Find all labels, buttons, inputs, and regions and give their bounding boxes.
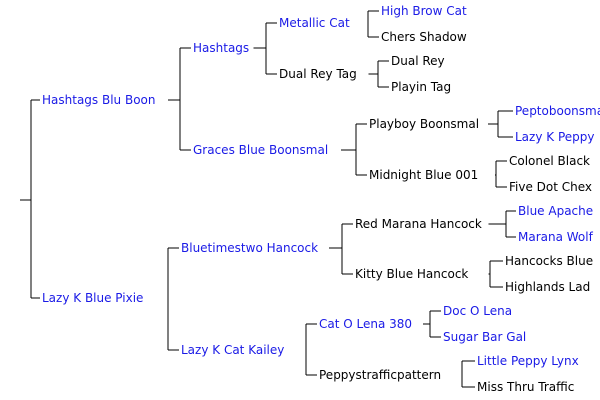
horse-hancocks-blue: Hancocks Blue [505,254,594,268]
horse-lazy-k-blue-pixie[interactable]: Lazy K Blue Pixie [42,291,144,305]
horse-five-dot-chex: Five Dot Chex [509,180,593,194]
horse-marana-wolf[interactable]: Marana Wolf [518,230,593,244]
horse-kitty-blue-hancock: Kitty Blue Hancock [355,267,469,281]
horse-peppystrafficpattern: Peppystrafficpattern [319,368,442,382]
horse-red-marana-hancock: Red Marana Hancock [355,217,482,231]
horse-lazy-k-peppy[interactable]: Lazy K Peppy [515,130,595,144]
horse-little-peppy-lynx[interactable]: Little Peppy Lynx [477,354,579,368]
horse-playboy-boonsmal: Playboy Boonsmal [369,117,480,131]
horse-dual-rey: Dual Rey [391,54,445,68]
horse-high-brow-cat[interactable]: High Brow Cat [381,4,467,18]
horse-highlands-lad: Highlands Lad [505,280,591,294]
horse-sugar-bar-gal[interactable]: Sugar Bar Gal [443,330,527,344]
horse-dual-rey-tag: Dual Rey Tag [279,67,357,81]
horse-bluetimestwo-hancock[interactable]: Bluetimestwo Hancock [181,241,319,255]
horse-hashtags-blu-boon[interactable]: Hashtags Blu Boon [42,93,156,107]
horse-colonel-black: Colonel Black [509,154,590,168]
horse-blue-apache[interactable]: Blue Apache [518,204,594,218]
horse-peptoboonsmal[interactable]: Peptoboonsmal [515,104,600,118]
horse-cat-o-lena-380[interactable]: Cat O Lena 380 [319,317,413,331]
horse-midnight-blue-001: Midnight Blue 001 [369,168,479,182]
horse-playin-tag: Playin Tag [391,80,452,94]
horse-chers-shadow: Chers Shadow [381,30,467,44]
horse-graces-blue-boonsmal[interactable]: Graces Blue Boonsmal [193,143,329,157]
horse-metallic-cat[interactable]: Metallic Cat [279,16,350,30]
horse-miss-thru-traffic: Miss Thru Traffic [477,380,575,394]
horse-lazy-k-cat-kailey[interactable]: Lazy K Cat Kailey [181,343,285,357]
horse-doc-o-lena[interactable]: Doc O Lena [443,304,513,318]
horse-hashtags[interactable]: Hashtags [193,41,250,55]
